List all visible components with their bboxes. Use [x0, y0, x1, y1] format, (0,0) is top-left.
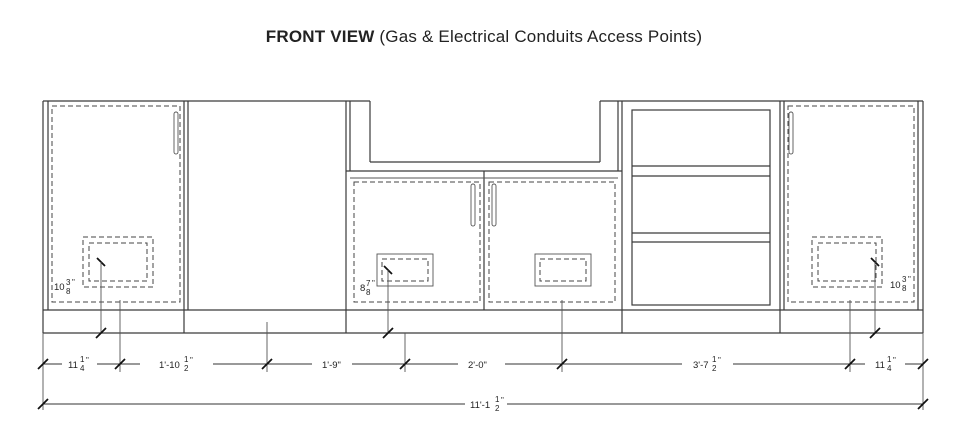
svg-text:": ": [72, 278, 75, 287]
cabinet-outline: [42, 100, 924, 334]
dim-2-0: 2'-0": [468, 360, 487, 371]
access-point-right: [811, 236, 883, 333]
drawer-unit: [631, 109, 771, 306]
svg-text:": ": [501, 396, 504, 405]
svg-text:4: 4: [887, 364, 892, 373]
drawing-title: FRONT VIEW (Gas & Electrical Conduits Ac…: [0, 27, 968, 47]
svg-text:1: 1: [80, 355, 85, 364]
svg-text:2: 2: [495, 404, 500, 413]
svg-text:": ": [718, 356, 721, 365]
dim-1-9: 1'-9": [322, 360, 341, 371]
mid-box-height: 8: [360, 283, 365, 294]
dim-left-11-1-4: 11: [68, 360, 78, 371]
svg-text:8: 8: [66, 287, 71, 296]
door-handles: [173, 111, 794, 227]
dim-3-7-1-2: 3'-7: [693, 360, 709, 371]
title-main: FRONT VIEW: [265, 27, 375, 46]
svg-text:2: 2: [184, 364, 189, 373]
svg-text:3: 3: [902, 275, 907, 284]
dashed-outlines: [51, 105, 915, 303]
dimension-row-1: 11 1 4 " 1'-10 1 2 " 1'-9" 2'-0" 3'-7 1 …: [37, 327, 929, 373]
svg-text:7: 7: [366, 279, 371, 288]
svg-text:8: 8: [366, 288, 371, 297]
dim-total: 11'-1: [470, 400, 490, 411]
svg-text:1: 1: [712, 355, 717, 364]
svg-text:3: 3: [66, 278, 71, 287]
svg-text:2: 2: [712, 364, 717, 373]
svg-text:": ": [190, 356, 193, 365]
access-point-left: [82, 236, 154, 333]
svg-text:": ": [372, 279, 375, 288]
svg-text:": ": [908, 275, 911, 284]
right-box-height: 10: [890, 280, 901, 291]
svg-text:4: 4: [80, 364, 85, 373]
svg-text:8: 8: [902, 284, 907, 293]
dim-1-10-1-2: 1'-10: [159, 360, 180, 371]
svg-text:": ": [893, 356, 896, 365]
dim-right-11-1-4: 11: [875, 360, 885, 371]
box-height-labels: 10 3 8 " 8 7 8 " 10 3 8 ": [54, 275, 911, 297]
svg-text:1: 1: [495, 395, 500, 404]
extension-lines: [42, 300, 924, 410]
svg-text:": ": [86, 356, 89, 365]
svg-text:1: 1: [887, 355, 892, 364]
dimension-total: 11'-1 1 2 ": [37, 395, 929, 413]
title-sub: (Gas & Electrical Conduits Access Points…: [374, 27, 703, 46]
left-box-height: 10: [54, 282, 65, 293]
access-point-mid-left: [376, 253, 434, 333]
svg-text:1: 1: [184, 355, 189, 364]
access-point-mid-right: [534, 253, 592, 287]
